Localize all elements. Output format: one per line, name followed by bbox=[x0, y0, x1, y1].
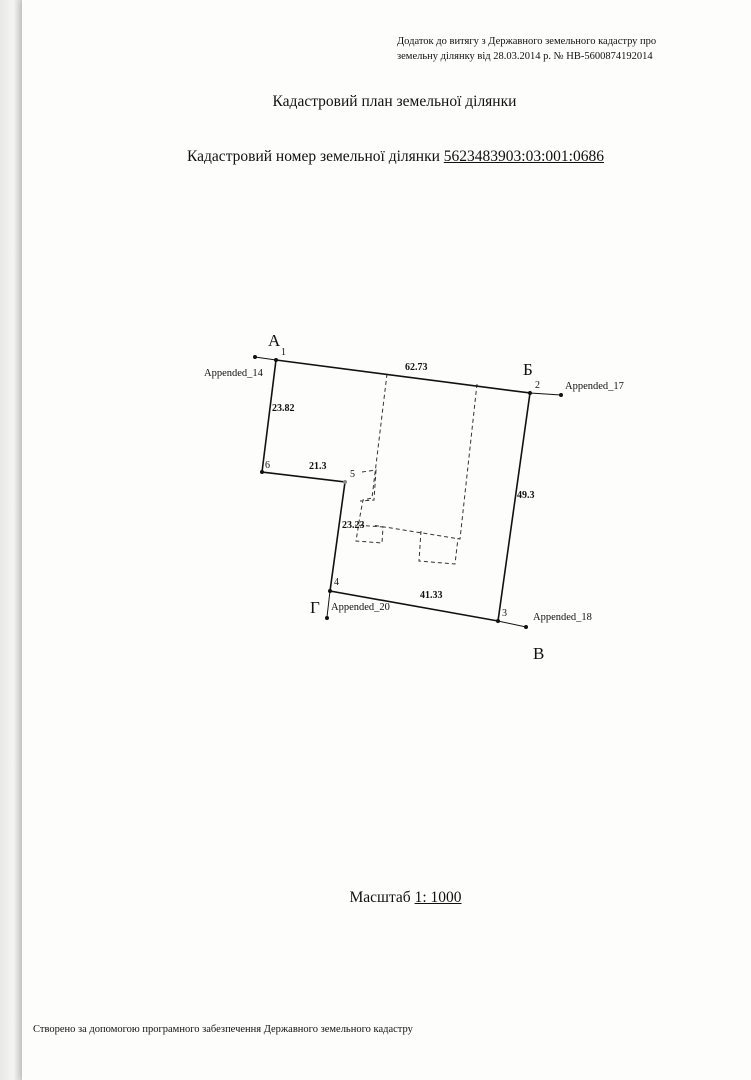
corner-label-a: А bbox=[268, 331, 281, 350]
scale-value: 1: 1000 bbox=[414, 889, 462, 906]
neighbor-label-17: Appended_17 bbox=[565, 381, 624, 392]
edge-length-6-1: 23.82 bbox=[272, 403, 295, 414]
corner-label-g: Г bbox=[310, 598, 320, 617]
neighbor-label-14: Appended_14 bbox=[204, 368, 264, 379]
vertex-2 bbox=[528, 391, 532, 395]
building-outline-annex bbox=[418, 530, 459, 565]
parcel-boundary bbox=[261, 359, 531, 622]
header-note: Додаток до витягу з Державного земельног… bbox=[397, 34, 717, 64]
edge-length-2-3: 49.3 bbox=[517, 490, 535, 501]
cadastral-number-value: 5623483903:03:001:0686 bbox=[443, 148, 604, 165]
leader-17 bbox=[529, 392, 562, 396]
document-page bbox=[22, 0, 751, 1080]
binding-edge bbox=[0, 0, 22, 1080]
point-number-4: 4 bbox=[334, 577, 339, 588]
building-outline-stub bbox=[359, 469, 377, 502]
leader-18 bbox=[497, 620, 527, 628]
point-number-2: 2 bbox=[535, 380, 540, 391]
neighbor-leaders bbox=[254, 356, 562, 628]
building-outline-right bbox=[371, 383, 478, 540]
building-outline-left bbox=[354, 373, 388, 544]
plan-title: Кадастровий план земельної ділянки bbox=[272, 93, 517, 110]
edge-length-1-2: 62.73 bbox=[405, 362, 428, 373]
header-note-line-2: земельну ділянку від 28.03.2014 р. № НВ-… bbox=[397, 51, 653, 62]
corner-label-v: В bbox=[533, 644, 544, 663]
scale-line: Масштаб 1: 1000 bbox=[0, 889, 751, 907]
neighbor-dot-18 bbox=[524, 625, 528, 629]
neighbor-label-18: Appended_18 bbox=[533, 612, 592, 623]
point-number-6: 6 bbox=[265, 460, 270, 471]
neighbor-dot-17 bbox=[559, 393, 563, 397]
parcel-vertices bbox=[253, 355, 563, 629]
leader-20 bbox=[326, 590, 331, 618]
vertex-6 bbox=[260, 470, 264, 474]
neighbor-label-20: Appended_20 bbox=[331, 602, 390, 613]
cadastral-number-label: Кадастровий номер земельної ділянки bbox=[187, 148, 440, 165]
point-number-5: 5 bbox=[350, 469, 355, 480]
vertex-4 bbox=[328, 589, 332, 593]
building-outlines bbox=[354, 373, 478, 565]
corner-label-b: Б bbox=[523, 360, 533, 379]
edge-length-5-6: 21.3 bbox=[309, 461, 327, 472]
vertex-5 bbox=[343, 480, 347, 484]
edge-length-4-5: 23.23 bbox=[342, 520, 365, 531]
footer-note: Створено за допомогою програмного забезп… bbox=[33, 1024, 413, 1035]
neighbor-dot-20 bbox=[325, 616, 329, 620]
vertex-1 bbox=[274, 358, 278, 362]
header-note-line-1: Додаток до витягу з Державного земельног… bbox=[397, 36, 657, 47]
neighbor-dot-14 bbox=[253, 355, 257, 359]
point-number-1: 1 bbox=[281, 347, 286, 358]
vertex-3 bbox=[496, 619, 500, 623]
point-number-3: 3 bbox=[502, 608, 507, 619]
scale-label: Масштаб bbox=[349, 889, 411, 906]
edge-length-3-4: 41.33 bbox=[420, 590, 443, 601]
cadastral-number-line: Кадастровий номер земельної ділянки 5623… bbox=[20, 148, 751, 166]
leader-14 bbox=[254, 356, 277, 361]
